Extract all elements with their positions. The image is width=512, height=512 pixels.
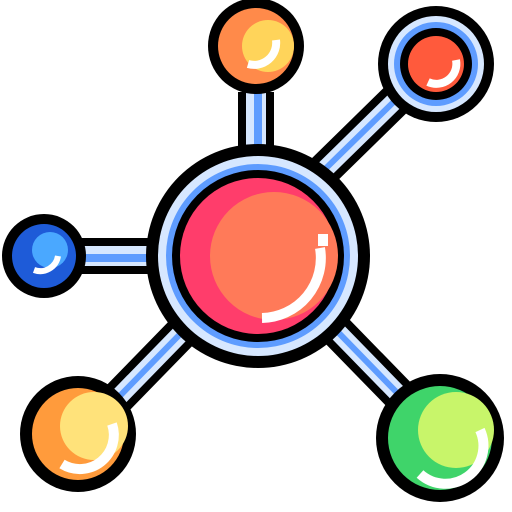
- hub-node: [146, 144, 370, 368]
- top-right-node: [378, 6, 494, 122]
- bottom-left-node: [20, 376, 136, 492]
- left-node: [2, 214, 86, 298]
- connector-left: [70, 238, 160, 274]
- connector-bottom-left: [99, 314, 201, 416]
- connector-top: [238, 92, 274, 152]
- top-node: [208, 0, 304, 94]
- bottom-right-node: [376, 374, 504, 502]
- connector-bottom-right: [319, 314, 421, 416]
